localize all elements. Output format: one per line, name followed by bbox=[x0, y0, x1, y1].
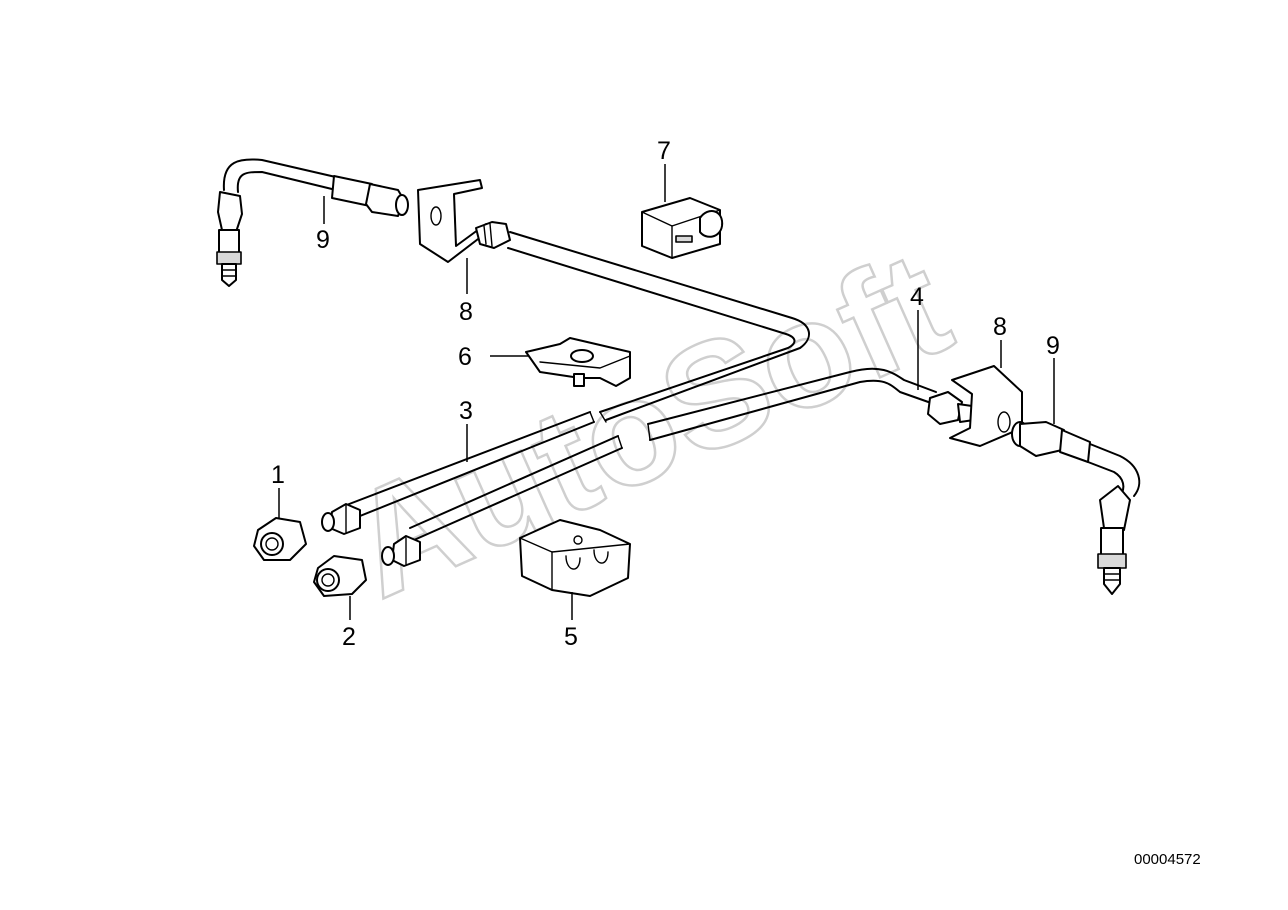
callout-3: 3 bbox=[459, 397, 473, 425]
nut-1 bbox=[253, 517, 307, 561]
callout-5: 5 bbox=[564, 623, 578, 651]
brake-line-upper bbox=[343, 221, 810, 521]
bracket-left bbox=[417, 179, 487, 263]
clip-block bbox=[641, 197, 724, 259]
line-clip bbox=[525, 337, 631, 387]
fitting-line-4 bbox=[381, 535, 421, 567]
callout-9-left: 9 bbox=[316, 226, 330, 254]
callout-7: 7 bbox=[657, 137, 671, 165]
callout-9-right: 9 bbox=[1046, 332, 1060, 360]
callout-2: 2 bbox=[342, 623, 356, 651]
callout-4: 4 bbox=[910, 283, 924, 311]
line-holder bbox=[519, 519, 631, 597]
oxygen-sensor-left bbox=[216, 158, 409, 287]
callout-1: 1 bbox=[271, 461, 285, 489]
callout-8-left: 8 bbox=[459, 298, 473, 326]
callout-8-right: 8 bbox=[993, 313, 1007, 341]
oxygen-sensor-right bbox=[1011, 421, 1141, 595]
diagram-reference-number: 00004572 bbox=[1134, 851, 1201, 868]
nut-2 bbox=[313, 555, 367, 597]
callout-6: 6 bbox=[458, 343, 472, 371]
bracket-right bbox=[949, 365, 1023, 447]
fitting-line-3 bbox=[321, 503, 361, 535]
